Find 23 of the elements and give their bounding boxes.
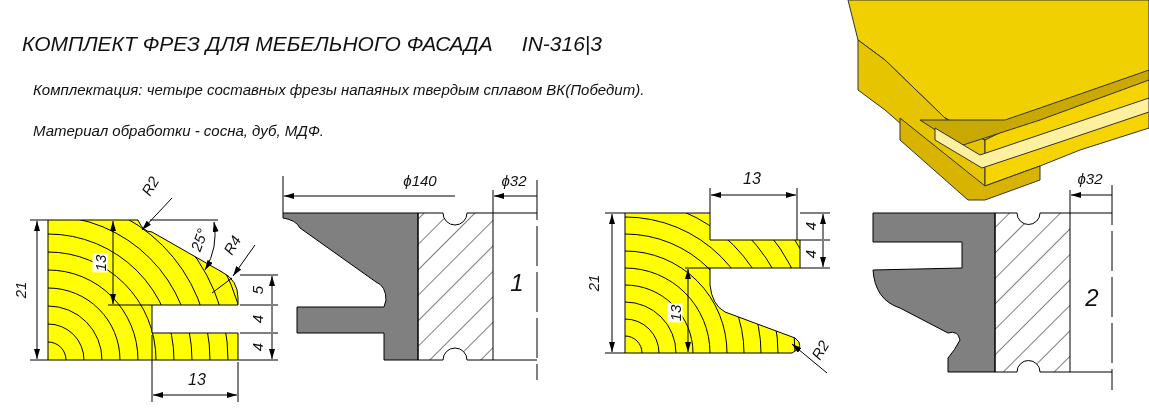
- dimension-label: 4: [249, 314, 265, 324]
- title: КОМПЛЕКТ ФРЕЗ ДЛЯ МЕБЕЛЬНОГО ФАСАДА IN-316|3: [22, 33, 602, 54]
- note-text: Комплектация: четыре составных фрезы напаяных твердым сплавом ВК(Победит).: [33, 82, 645, 97]
- dimension-label: 13: [92, 253, 108, 273]
- radius-label: R2: [808, 337, 832, 363]
- dimension-label: 4: [802, 221, 818, 231]
- diameter-label: ϕ140: [403, 172, 437, 188]
- angle-label: 25°: [188, 226, 210, 254]
- note-text: Материал обработки - сосна, дуб, МДФ.: [33, 123, 324, 138]
- dimension-label: 13: [667, 303, 683, 323]
- dimension-label: 21: [585, 274, 601, 292]
- dimension-label: 13: [188, 372, 206, 388]
- cutter-number: 1: [510, 271, 524, 295]
- radius-label: R4: [220, 232, 244, 258]
- dimension-label: 21: [12, 281, 28, 299]
- dimension-label: 4: [802, 249, 818, 259]
- cutter-number: 2: [1085, 286, 1099, 310]
- diameter-label: ϕ32: [1077, 170, 1103, 186]
- dimension-label: 13: [743, 171, 761, 187]
- radius-label: R2: [138, 173, 162, 199]
- diameter-label: ϕ32: [501, 172, 527, 188]
- dimension-label: 4: [249, 342, 265, 352]
- dimension-label: 5: [249, 285, 265, 295]
